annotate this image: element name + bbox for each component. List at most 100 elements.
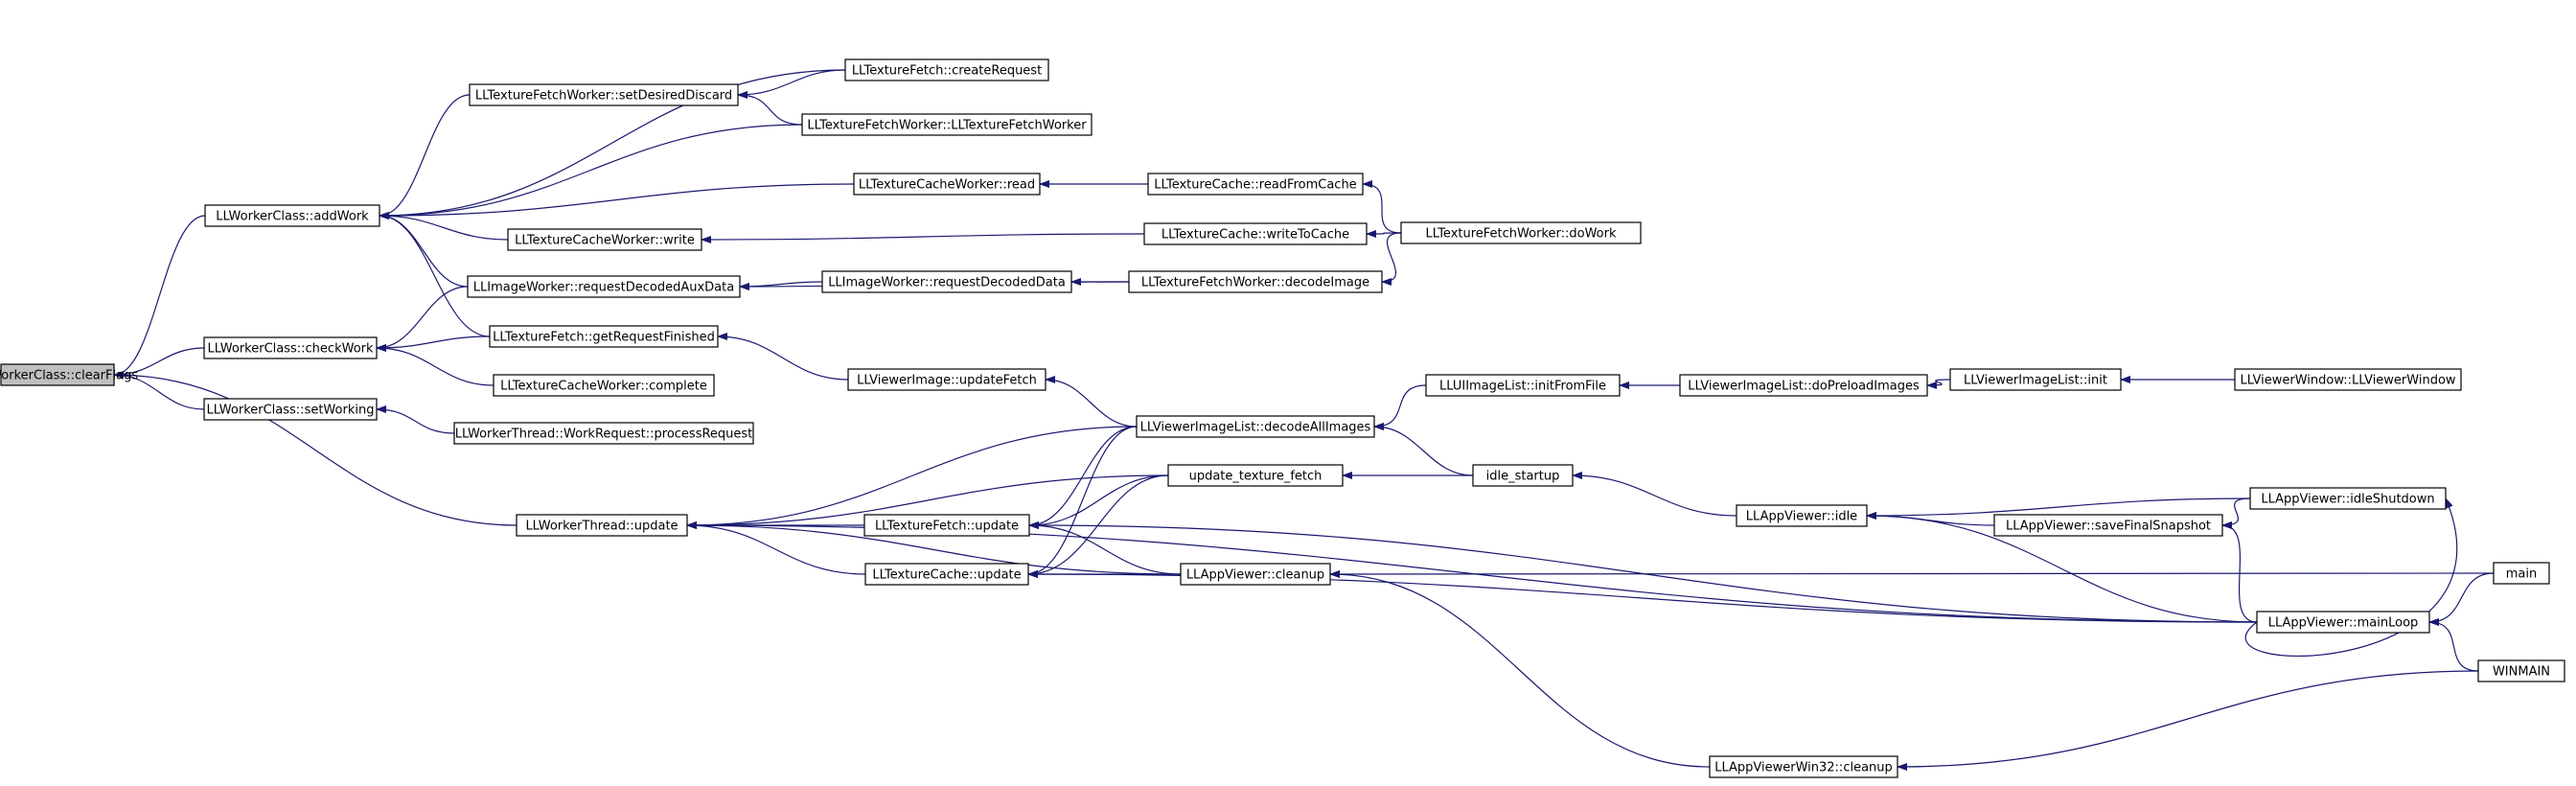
node-n32[interactable]: LLAppViewer::idleShutdown	[2249, 487, 2447, 510]
node-box[interactable]	[821, 270, 1072, 293]
node-n25[interactable]: update_texture_fetch	[1167, 464, 1344, 487]
node-n24[interactable]: LLViewerImageList::decodeAllImages	[1136, 415, 1375, 438]
node-n07[interactable]: LLTextureFetchWorker::LLTextureFetchWork…	[801, 113, 1092, 136]
node-n03[interactable]: LLWorkerClass::setWorking	[203, 398, 378, 421]
node-label: LLImageWorker::requestDecodedAuxData	[473, 281, 734, 295]
edge-n10-to-n01	[379, 212, 509, 241]
node-box[interactable]	[864, 563, 1029, 586]
node-n14[interactable]: LLImageWorker::requestDecodedData	[821, 270, 1072, 293]
node-box[interactable]	[1425, 374, 1621, 397]
node-box[interactable]	[493, 374, 715, 397]
node-box[interactable]	[203, 398, 378, 421]
node-box[interactable]	[469, 83, 739, 106]
edge-n28-to-n04	[686, 521, 866, 575]
edge-n08-to-n01	[379, 183, 855, 220]
node-box[interactable]	[2493, 562, 2550, 585]
node-n12[interactable]: LLTextureFetchWorker::doWork	[1400, 221, 1642, 244]
node-box[interactable]	[1128, 270, 1383, 293]
edge-n11-to-n10	[701, 233, 1145, 243]
node-n06[interactable]: LLTextureFetch::createRequest	[844, 58, 1049, 81]
node-n31[interactable]: LLAppViewer::saveFinalSnapshot	[1993, 514, 2223, 537]
node-box[interactable]	[1180, 563, 1331, 586]
node-n11[interactable]: LLTextureCache::writeToCache	[1143, 222, 1368, 245]
node-box[interactable]	[1136, 415, 1375, 438]
node-n35[interactable]: WINMAIN	[2477, 659, 2565, 682]
node-box[interactable]	[1679, 374, 1928, 397]
node-n09[interactable]: LLTextureCache::readFromCache	[1147, 173, 1364, 196]
edge-n29-to-n27	[1028, 521, 1182, 575]
node-box[interactable]	[507, 228, 702, 251]
node-box[interactable]	[1736, 504, 1868, 527]
edge-n24-to-n17	[1045, 376, 1138, 428]
node-label: LLUIImageList::initFromFile	[1439, 380, 1606, 394]
node-box[interactable]	[801, 113, 1092, 136]
edge-n12-to-n09	[1362, 180, 1402, 234]
node-n01[interactable]: LLWorkerClass::addWork	[204, 204, 380, 227]
node-n19[interactable]: LLWorkerThread::WorkRequest::processRequ…	[453, 422, 754, 445]
node-box[interactable]	[0, 363, 115, 386]
node-n17[interactable]: LLViewerImage::updateFetch	[847, 368, 1046, 391]
node-box[interactable]	[203, 336, 378, 359]
node-box[interactable]	[467, 275, 741, 298]
node-label: LLWorkerThread::WorkRequest::processRequ…	[455, 428, 753, 442]
node-box[interactable]	[1167, 464, 1344, 487]
node-n16[interactable]: LLTextureFetch::getRequestFinished	[489, 325, 719, 348]
node-n33[interactable]: LLAppViewer::mainLoop	[2256, 611, 2430, 634]
edge-n33-to-n32	[2244, 497, 2458, 657]
node-box[interactable]	[1993, 514, 2223, 537]
node-label: LLTextureCache::update	[872, 568, 1021, 583]
node-box[interactable]	[2249, 487, 2447, 510]
node-box[interactable]	[1472, 464, 1574, 487]
edge-n24-to-n04	[686, 426, 1138, 529]
node-box[interactable]	[844, 58, 1049, 81]
node-box[interactable]	[1143, 222, 1368, 245]
edge-n30-to-n26	[1572, 472, 1737, 517]
node-box[interactable]	[453, 422, 754, 445]
node-n30[interactable]: LLAppViewer::idle	[1736, 504, 1868, 527]
node-n15[interactable]: LLTextureFetchWorker::decodeImage	[1128, 270, 1383, 293]
node-n13[interactable]: LLImageWorker::requestDecodedAuxData	[467, 275, 741, 298]
node-n08[interactable]: LLTextureCacheWorker::read	[853, 173, 1041, 196]
node-n36[interactable]: LLAppViewerWin32::cleanup	[1709, 755, 1898, 778]
node-box[interactable]	[489, 325, 719, 348]
node-n02[interactable]: LLWorkerClass::checkWork	[203, 336, 378, 359]
node-n04[interactable]: LLWorkerThread::update	[516, 514, 688, 537]
node-n29[interactable]: LLAppViewer::cleanup	[1180, 563, 1331, 586]
node-box[interactable]	[2256, 611, 2430, 634]
edge-n32-to-n31	[2221, 497, 2251, 529]
node-box[interactable]	[2234, 368, 2462, 391]
node-n05[interactable]: LLTextureFetchWorker::setDesiredDiscard	[469, 83, 739, 106]
node-n00[interactable]: LLWorkerClass::clearFlags	[0, 363, 138, 386]
edge-n24-to-n27	[1028, 426, 1138, 529]
node-n28[interactable]: LLTextureCache::update	[864, 563, 1029, 586]
node-n18[interactable]: LLTextureCacheWorker::complete	[493, 374, 715, 397]
node-n21[interactable]: LLViewerImageList::doPreloadImages	[1679, 374, 1928, 397]
node-label: LLImageWorker::requestDecodedData	[828, 276, 1066, 290]
node-box[interactable]	[1949, 368, 2122, 391]
node-n34[interactable]: main	[2493, 562, 2550, 585]
node-n22[interactable]: LLViewerImageList::init	[1949, 368, 2122, 391]
node-box[interactable]	[516, 514, 688, 537]
node-box[interactable]	[853, 173, 1041, 196]
node-box[interactable]	[2477, 659, 2565, 682]
edge-n02-to-n00	[113, 347, 205, 379]
node-box[interactable]	[847, 368, 1046, 391]
node-box[interactable]	[204, 204, 380, 227]
node-label: LLAppViewer::saveFinalSnapshot	[2006, 520, 2211, 534]
edge-n24-to-n28	[1027, 426, 1138, 578]
node-label: LLTextureFetch::createRequest	[852, 64, 1042, 79]
edge-n25-to-n04	[686, 474, 1169, 529]
node-box[interactable]	[1400, 221, 1642, 244]
node-n26[interactable]: idle_startup	[1472, 464, 1574, 487]
node-box[interactable]	[1709, 755, 1898, 778]
edge-n35-to-n36	[1897, 670, 2479, 771]
node-label: LLViewerImageList::doPreloadImages	[1688, 380, 1920, 394]
node-n10[interactable]: LLTextureCacheWorker::write	[507, 228, 702, 251]
node-n27[interactable]: LLTextureFetch::update	[863, 514, 1030, 537]
node-n23[interactable]: LLViewerWindow::LLViewerWindow	[2234, 368, 2462, 391]
node-n20[interactable]: LLUIImageList::initFromFile	[1425, 374, 1621, 397]
edge-n06-to-n01	[379, 69, 846, 220]
node-label: LLTextureCacheWorker::complete	[500, 380, 707, 394]
node-box[interactable]	[863, 514, 1030, 537]
node-box[interactable]	[1147, 173, 1364, 196]
